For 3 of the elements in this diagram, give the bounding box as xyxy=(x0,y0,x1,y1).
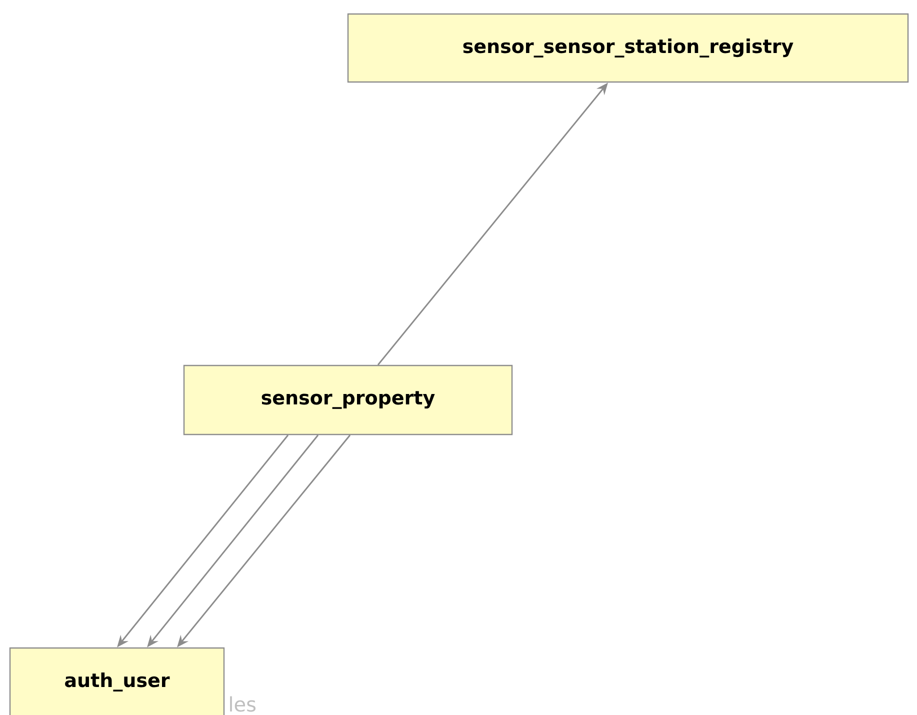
table-box: sensor_sensor_station_registry xyxy=(347,13,909,83)
table-box: auth_user xyxy=(9,647,225,715)
table-box: sensor_property xyxy=(183,364,513,436)
